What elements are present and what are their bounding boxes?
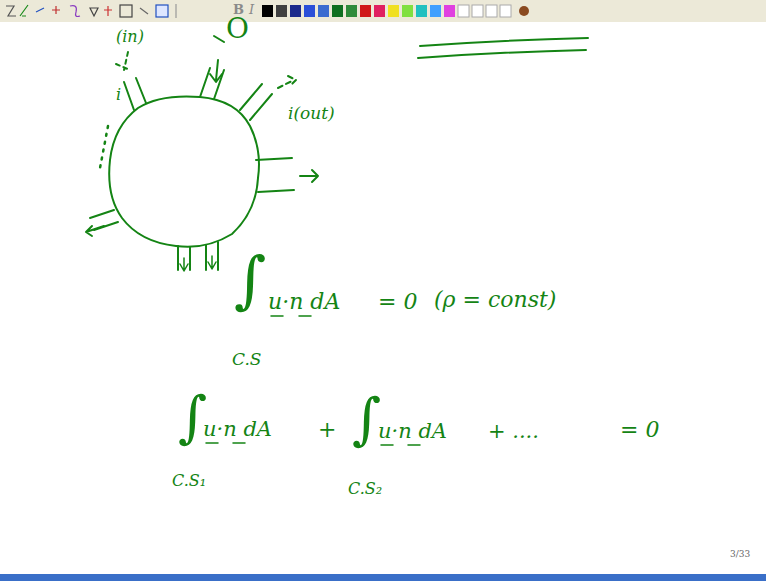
flow-label: i(out) — [288, 104, 335, 123]
equation-term: = 0 — [620, 418, 659, 442]
integration-domain: C.S₂ — [348, 480, 382, 498]
condition-note: (ρ = const) — [434, 288, 556, 312]
pen-strokes — [86, 36, 588, 445]
flow-label: i — [116, 86, 121, 104]
toolbar — [0, 0, 766, 22]
integration-domain: C.S — [232, 350, 261, 369]
toolbar-icons — [6, 4, 176, 18]
flow-label: (in) — [116, 28, 144, 46]
integrand: u·n dA — [268, 290, 340, 314]
equation-term: = 0 — [378, 290, 417, 314]
integrand: u·n dA — [378, 420, 447, 443]
page-number: 3/33 — [730, 550, 750, 560]
equation-term: + .... — [488, 420, 539, 443]
integral-sign: ∫ — [178, 386, 207, 448]
color-swatches — [262, 5, 529, 17]
integral-sign: ∫ — [234, 246, 266, 314]
toolbar-button: I — [249, 3, 254, 17]
equation-term: + — [318, 418, 336, 442]
integration-domain: C.S₁ — [172, 472, 206, 490]
handwritten-mark: O — [226, 14, 249, 45]
status-bar — [0, 574, 766, 581]
integral-sign: ∫ — [352, 388, 381, 450]
integrand: u·n dA — [203, 418, 272, 441]
